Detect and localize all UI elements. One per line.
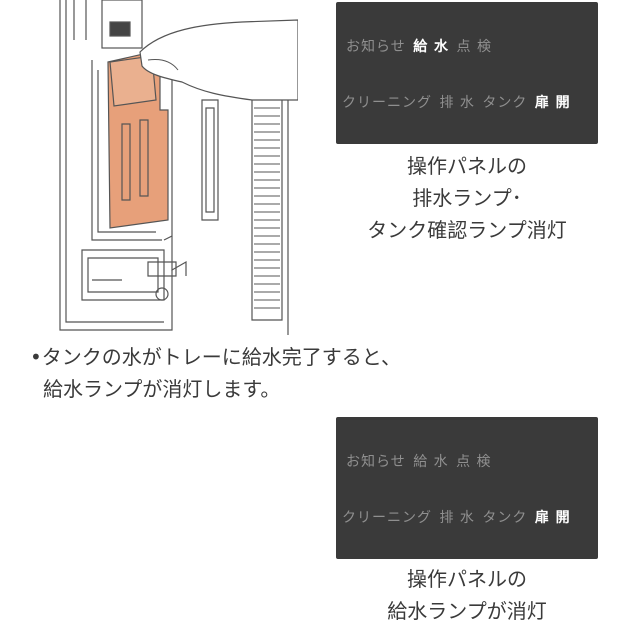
lamp-drain: 排 水 — [439, 95, 475, 111]
lamp-water-supply: 給 水 — [413, 39, 450, 55]
lamp-notice: お知らせ — [346, 39, 406, 55]
note-line2: 給水ランプが消灯します。 — [43, 377, 281, 401]
panel-row-1: お知らせ 給 水 点 検 — [346, 36, 494, 56]
caption-top-line1: 操作パネルの — [407, 154, 527, 178]
panel-row-1: お知らせ 給 水 点 検 — [346, 451, 494, 471]
operation-panel-after: お知らせ 給 水 点 検 クリーニング 排 水 タンク 扉 開 — [336, 417, 598, 559]
caption-top-line3: タンク確認ランプ消灯 — [367, 218, 567, 242]
caption-top: 操作パネルの 排水ランプ･ タンク確認ランプ消灯 — [336, 150, 598, 246]
lamp-door-open: 扉 開 — [534, 95, 571, 111]
operation-panel-before: お知らせ 給 水 点 検 クリーニング 排 水 タンク 扉 開 — [336, 2, 598, 144]
caption-bottom-line1: 操作パネルの — [407, 567, 527, 591]
hand-illustration — [139, 19, 298, 101]
lamp-inspection: 点 検 — [456, 454, 492, 470]
lamp-door-open: 扉 開 — [534, 510, 571, 526]
bullet-note: •タンクの水がトレーに給水完了すると、 給水ランプが消灯します。 — [30, 341, 401, 405]
lamp-notice: お知らせ — [346, 454, 406, 470]
lamp-tank: タンク — [482, 95, 528, 111]
caption-bottom-line2: 給水ランプが消灯 — [387, 599, 547, 623]
lamp-inspection: 点 検 — [456, 39, 492, 55]
panel-row-2: クリーニング 排 水 タンク 扉 開 — [342, 92, 573, 112]
tank-illustration — [59, 0, 298, 335]
water-tank — [107, 51, 169, 229]
lamp-cleaning: クリーニング — [342, 95, 432, 111]
lamp-water-supply: 給 水 — [413, 454, 449, 470]
bullet-marker: • — [30, 345, 42, 369]
caption-bottom: 操作パネルの 給水ランプが消灯 — [336, 563, 598, 627]
lamp-drain: 排 水 — [439, 510, 475, 526]
caption-top-line2: 排水ランプ･ — [412, 186, 522, 210]
note-line1: タンクの水がトレーに給水完了すると、 — [41, 345, 401, 369]
panel-row-2: クリーニング 排 水 タンク 扉 開 — [342, 507, 573, 527]
lamp-cleaning: クリーニング — [342, 510, 432, 526]
lamp-tank: タンク — [482, 510, 528, 526]
